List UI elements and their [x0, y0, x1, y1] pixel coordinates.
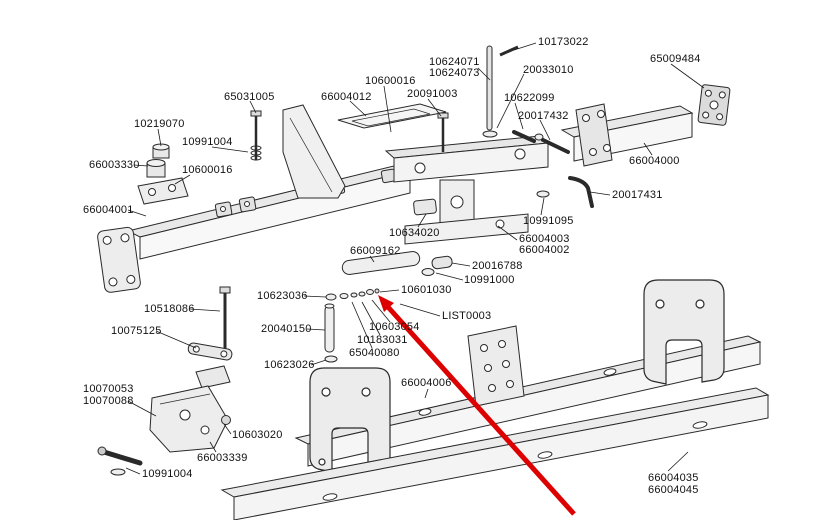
- plate-65009484-shape: [697, 84, 731, 126]
- part-label-10623036: 10623036: [257, 290, 308, 302]
- part-label-66004012: 66004012: [321, 91, 372, 103]
- clamp-right-shape: [643, 279, 725, 385]
- middle-parts-shape: [187, 198, 453, 363]
- part-label-20040150: 20040150: [261, 323, 312, 335]
- part-label-10634020: 10634020: [389, 227, 440, 239]
- part-label-66003330: 66003330: [89, 159, 140, 171]
- part-label-66004002: 66004002: [519, 244, 570, 256]
- part-label-10624071: 10624071: [429, 56, 480, 68]
- part-label-66009162: 66009162: [350, 245, 401, 257]
- part-label-10075125: 10075125: [111, 325, 162, 337]
- clamp-left-shape: [309, 367, 391, 473]
- part-label-10624073: 10624073: [429, 67, 480, 79]
- part-label-20017432: 20017432: [518, 110, 569, 122]
- part-label-10070053: 10070053: [83, 383, 134, 395]
- bottom-beam-shape: [220, 387, 770, 520]
- part-label-10600016-top: 10600016: [365, 75, 416, 87]
- part-label-10518086: 10518086: [144, 303, 195, 315]
- part-label-10603054: 10603054: [369, 321, 420, 333]
- part-label-10070088: 10070088: [83, 395, 134, 407]
- part-label-20016788: 20016788: [472, 260, 523, 272]
- gusset-bracket-shape: [282, 103, 447, 199]
- part-label-10600016-left: 10600016: [182, 164, 233, 176]
- red-pointer-arrow: [378, 295, 576, 516]
- part-label-65040080: 65040080: [349, 347, 400, 359]
- part-label-66004045: 66004045: [648, 484, 699, 496]
- beam-66004000-shape: [560, 103, 694, 167]
- part-label-10173022: 10173022: [538, 36, 589, 48]
- part-label-20017431: 20017431: [612, 189, 663, 201]
- lower-left-bracket-shape: [97, 365, 231, 476]
- part-label-10601030: 10601030: [401, 284, 452, 296]
- part-label-66004003: 66004003: [519, 233, 570, 245]
- part-label-10622099: 10622099: [504, 92, 555, 104]
- part-label-20091003: 20091003: [407, 88, 458, 100]
- part-label-65009484: 65009484: [650, 53, 701, 65]
- left-small-parts-shape: [137, 143, 189, 205]
- beam-66004001-shape: [97, 164, 412, 293]
- part-label-10603020: 10603020: [232, 429, 283, 441]
- part-label-10991004-bottom: 10991004: [142, 468, 193, 480]
- part-label-10991000: 10991000: [464, 274, 515, 286]
- part-label-66003339: 66003339: [197, 452, 248, 464]
- part-label-66004001: 66004001: [83, 204, 134, 216]
- perforated-plate-shape: [467, 325, 525, 407]
- part-label-10183031: 10183031: [357, 334, 408, 346]
- center-assembly-shape: [384, 135, 550, 245]
- part-label-66004035: 66004035: [648, 472, 699, 484]
- fasteners-top-shape: [250, 45, 594, 208]
- part-label-10219070: 10219070: [134, 118, 185, 130]
- part-label-66004000: 66004000: [629, 155, 680, 167]
- leader-lines: [125, 42, 705, 475]
- part-label-20033010: 20033010: [523, 64, 574, 76]
- part-label-65031005: 65031005: [224, 91, 275, 103]
- part-label-10991095: 10991095: [523, 215, 574, 227]
- part-label-66004006: 66004006: [401, 377, 452, 389]
- part-label-10623026: 10623026: [264, 359, 315, 371]
- part-label-10991004-top: 10991004: [182, 136, 233, 148]
- part-label-list0003: LIST0003: [442, 310, 492, 322]
